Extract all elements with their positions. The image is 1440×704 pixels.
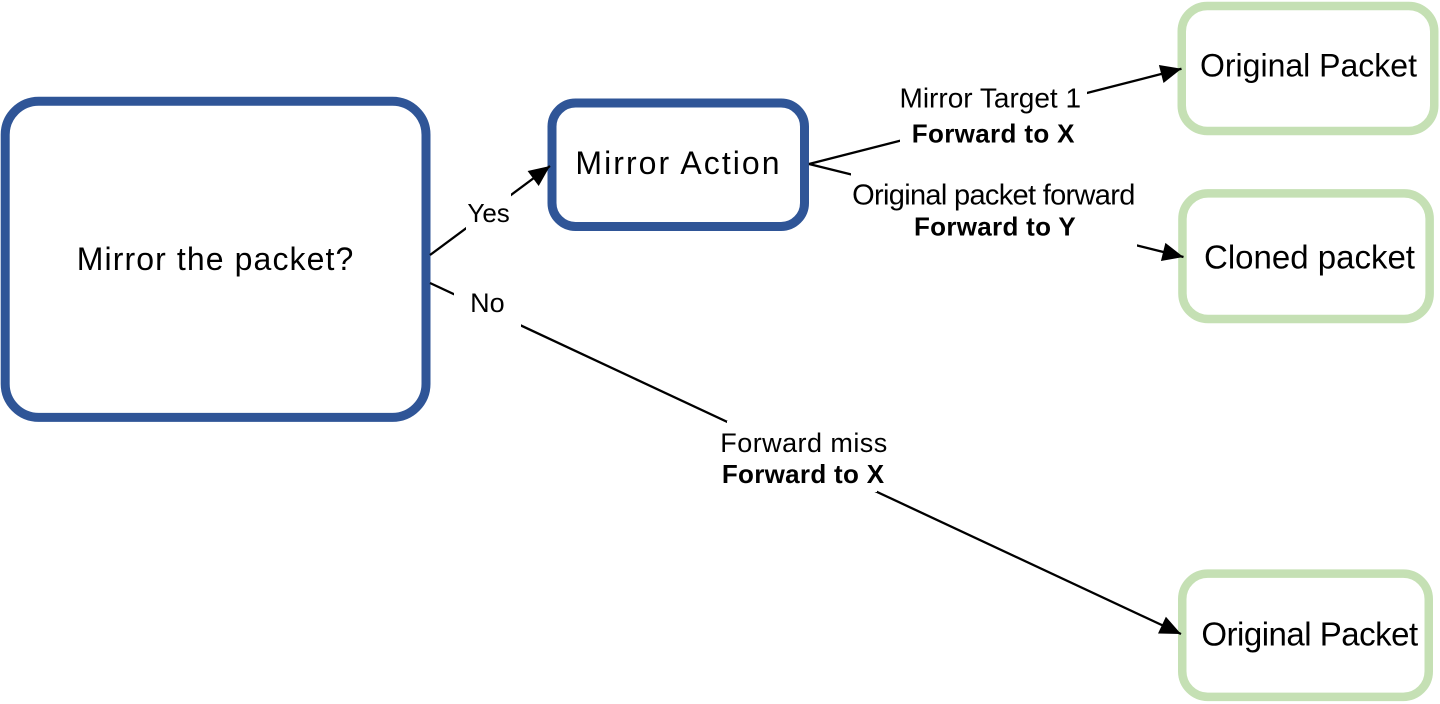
svg-text:Mirror Target 1: Mirror Target 1 [900,83,1082,114]
svg-text:Forward to X: Forward to X [722,459,885,489]
svg-text:Original packet forward: Original packet forward [852,179,1135,211]
svg-text:Cloned packet: Cloned packet [1204,239,1415,276]
svg-text:Forward to Y: Forward to Y [914,212,1076,242]
svg-text:Forward miss: Forward miss [720,428,887,458]
svg-text:Original Packet: Original Packet [1200,48,1417,84]
svg-text:Mirror the packet?: Mirror the packet? [77,241,355,277]
svg-text:No: No [470,288,505,318]
svg-text:Yes: Yes [467,198,509,228]
svg-text:Mirror Action: Mirror Action [575,145,781,181]
svg-text:Original Packet: Original Packet [1201,616,1418,653]
svg-text:Forward to X: Forward to X [912,119,1075,149]
